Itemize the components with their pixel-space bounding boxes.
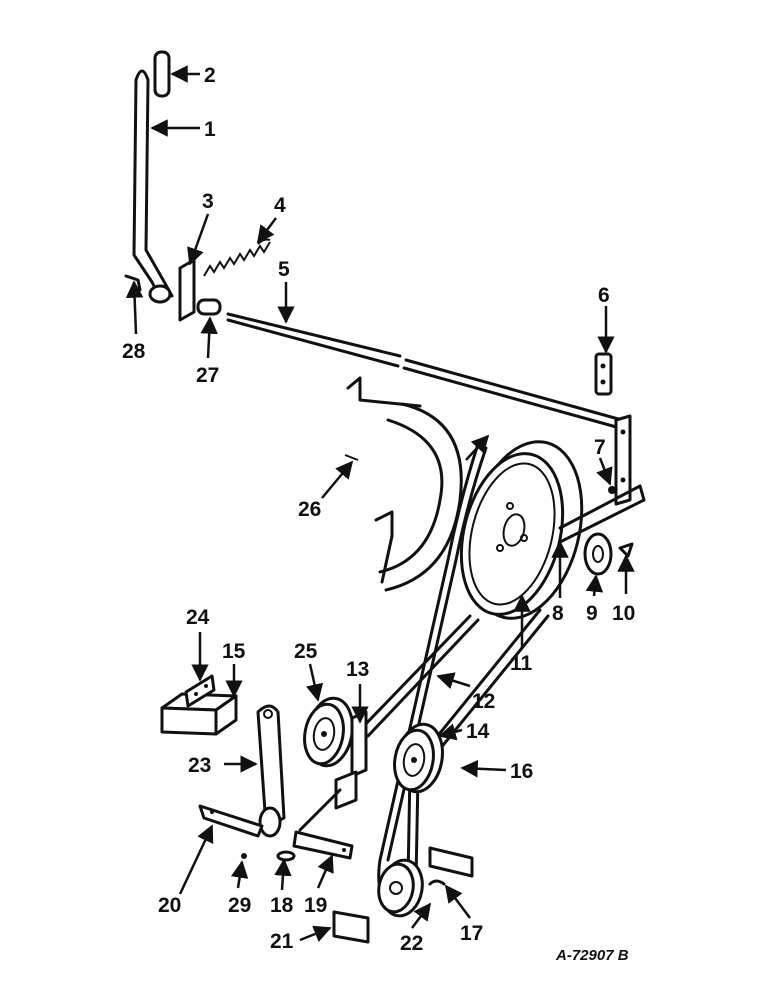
callout-3: 3: [202, 190, 214, 213]
drive-pulley: [459, 440, 584, 620]
callout-9: 9: [586, 602, 598, 625]
callout-19: 19: [304, 894, 327, 917]
callout-15: 15: [222, 640, 246, 663]
callout-16: 16: [510, 760, 533, 783]
callout-2: 2: [204, 64, 216, 87]
idler-pulley-left: [303, 696, 354, 768]
callout-21: 21: [270, 930, 294, 953]
lever-spring: [203, 238, 271, 277]
belt-clip: [428, 879, 446, 886]
callout-28: 28: [122, 340, 146, 363]
lever-pivot: [148, 284, 172, 304]
callout-12: 12: [472, 690, 495, 713]
callout-13: 13: [346, 658, 369, 681]
cross-shaft: [226, 312, 624, 430]
callout-6: 6: [598, 284, 610, 307]
callout-10: 10: [612, 602, 635, 625]
callout-29: 29: [228, 894, 251, 917]
callout-8: 8: [552, 602, 564, 625]
callout-7: 7: [594, 436, 606, 459]
pulley-shield: [428, 846, 474, 878]
callout-22: 22: [400, 932, 423, 955]
clutch-lever: [132, 69, 174, 300]
callout-20: 20: [158, 894, 181, 917]
arm-bracket-left: [198, 804, 264, 838]
shaft-bracket: [594, 352, 613, 396]
callout-14: 14: [466, 720, 490, 743]
callout-24: 24: [186, 606, 210, 629]
lever-bracket: [178, 258, 196, 322]
lower-pulley: [377, 858, 424, 918]
arm-bracket-right: [292, 830, 354, 860]
bolt-small: [241, 853, 247, 859]
callout-27: 27: [196, 364, 219, 387]
decal-plate: [332, 910, 370, 944]
support-arm: [558, 484, 646, 544]
idler-bracket: [298, 710, 368, 832]
hub-nut: [618, 542, 634, 558]
callout-18: 18: [270, 894, 294, 917]
callout-25: 25: [294, 640, 318, 663]
callout-labels: 1 2 3 4 5 6 7 8 9 10 11 12 13 14 15 16 1…: [122, 64, 635, 955]
drawing-number: A-72907 B: [555, 947, 629, 964]
callout-26: 26: [298, 498, 321, 521]
bolt: [608, 486, 616, 494]
mounting-plate: [614, 414, 632, 506]
callout-11: 11: [510, 652, 533, 675]
callout-4: 4: [274, 194, 286, 217]
leader-lines: [125, 65, 635, 942]
belt-guard: [344, 376, 463, 592]
idler-arm: [256, 704, 286, 838]
callout-5: 5: [278, 258, 290, 281]
washer: [276, 850, 296, 862]
lever-handle-grip: [153, 50, 171, 98]
callout-23: 23: [188, 754, 211, 777]
idler-pulley-right: [393, 722, 444, 794]
callout-1: 1: [204, 118, 216, 141]
callout-17: 17: [460, 922, 483, 945]
shaft-collar: [196, 298, 222, 316]
bearing-hub: [583, 532, 613, 576]
